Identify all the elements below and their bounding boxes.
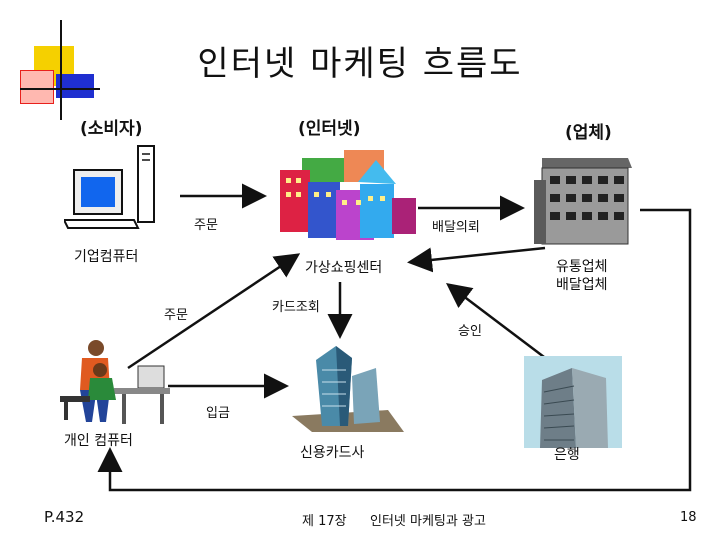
node-credit-card-company: 신용카드사 (300, 445, 365, 461)
logo-vertical-line (60, 20, 62, 120)
logo-horizontal-line (20, 88, 100, 90)
arrow-bank-loop (97, 208, 692, 492)
company-building-icon (534, 158, 632, 245)
corner-logo (20, 20, 100, 120)
edge-label-approval: 승인 (458, 324, 482, 339)
arrow-approval (446, 282, 549, 361)
node-distributor: 유통업체 (556, 259, 608, 275)
edge-label-delivery-request: 배달의뢰 (432, 220, 480, 235)
footer-page-number: 18 (680, 510, 697, 525)
footer-page-ref: P.432 (44, 508, 85, 526)
node-corporate-computer: 기업컴퓨터 (74, 249, 139, 265)
logo-red-square (20, 70, 54, 104)
bank-building-icon (524, 356, 622, 448)
edge-label-deposit: 입금 (206, 406, 230, 421)
footer-chapter-title: 인터넷 마케팅과 광고 (370, 514, 486, 529)
page-title: 인터넷 마케팅 흐름도 (197, 44, 523, 84)
node-delivery: 배달업체 (556, 277, 608, 293)
edge-label-order-top: 주문 (194, 218, 218, 233)
footer-chapter: 제 17장 (302, 514, 347, 529)
header-internet: (인터넷) (298, 119, 361, 139)
personal-computer-users-icon (60, 340, 170, 424)
node-personal-computer: 개인 컴퓨터 (64, 433, 133, 449)
edge-label-order-mid: 주문 (164, 308, 188, 323)
node-shopping-center: 가상쇼핑센터 (305, 260, 383, 276)
header-consumer: (소비자) (80, 119, 143, 139)
credit-card-company-building-icon (292, 346, 404, 432)
corporate-computer-icon (64, 145, 155, 229)
node-bank: 은행 (554, 447, 580, 463)
header-company: (업체) (565, 123, 612, 143)
edge-label-card-check: 카드조회 (272, 300, 320, 315)
arrow-to-shopping-center (407, 246, 546, 273)
shopping-center-buildings-icon (280, 150, 416, 240)
logo-blue-square (56, 74, 94, 98)
arrow-order-mid (127, 253, 301, 370)
